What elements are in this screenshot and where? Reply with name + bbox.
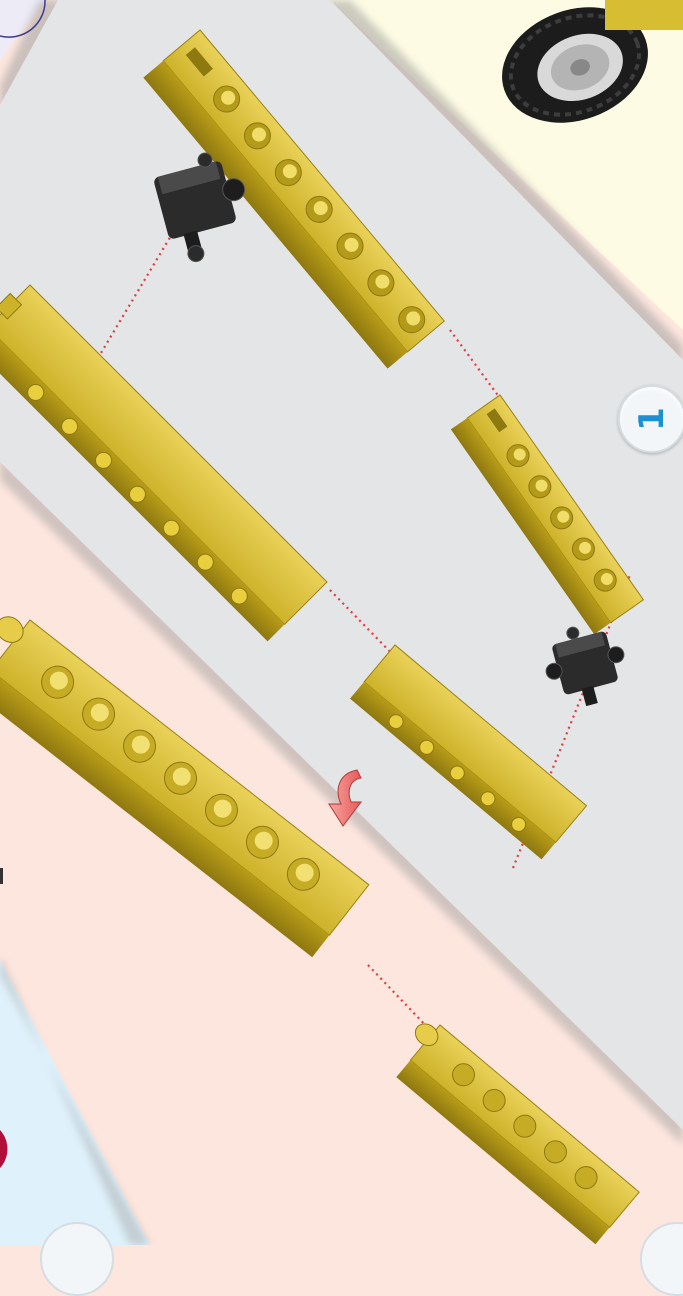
assembly-instruction-scene [0, 0, 683, 1245]
step-number-label: 1 [635, 407, 669, 431]
background-panels [0, 0, 683, 1245]
previous-step-button[interactable] [40, 1222, 114, 1296]
step-number-badge[interactable]: 1 [618, 385, 683, 453]
